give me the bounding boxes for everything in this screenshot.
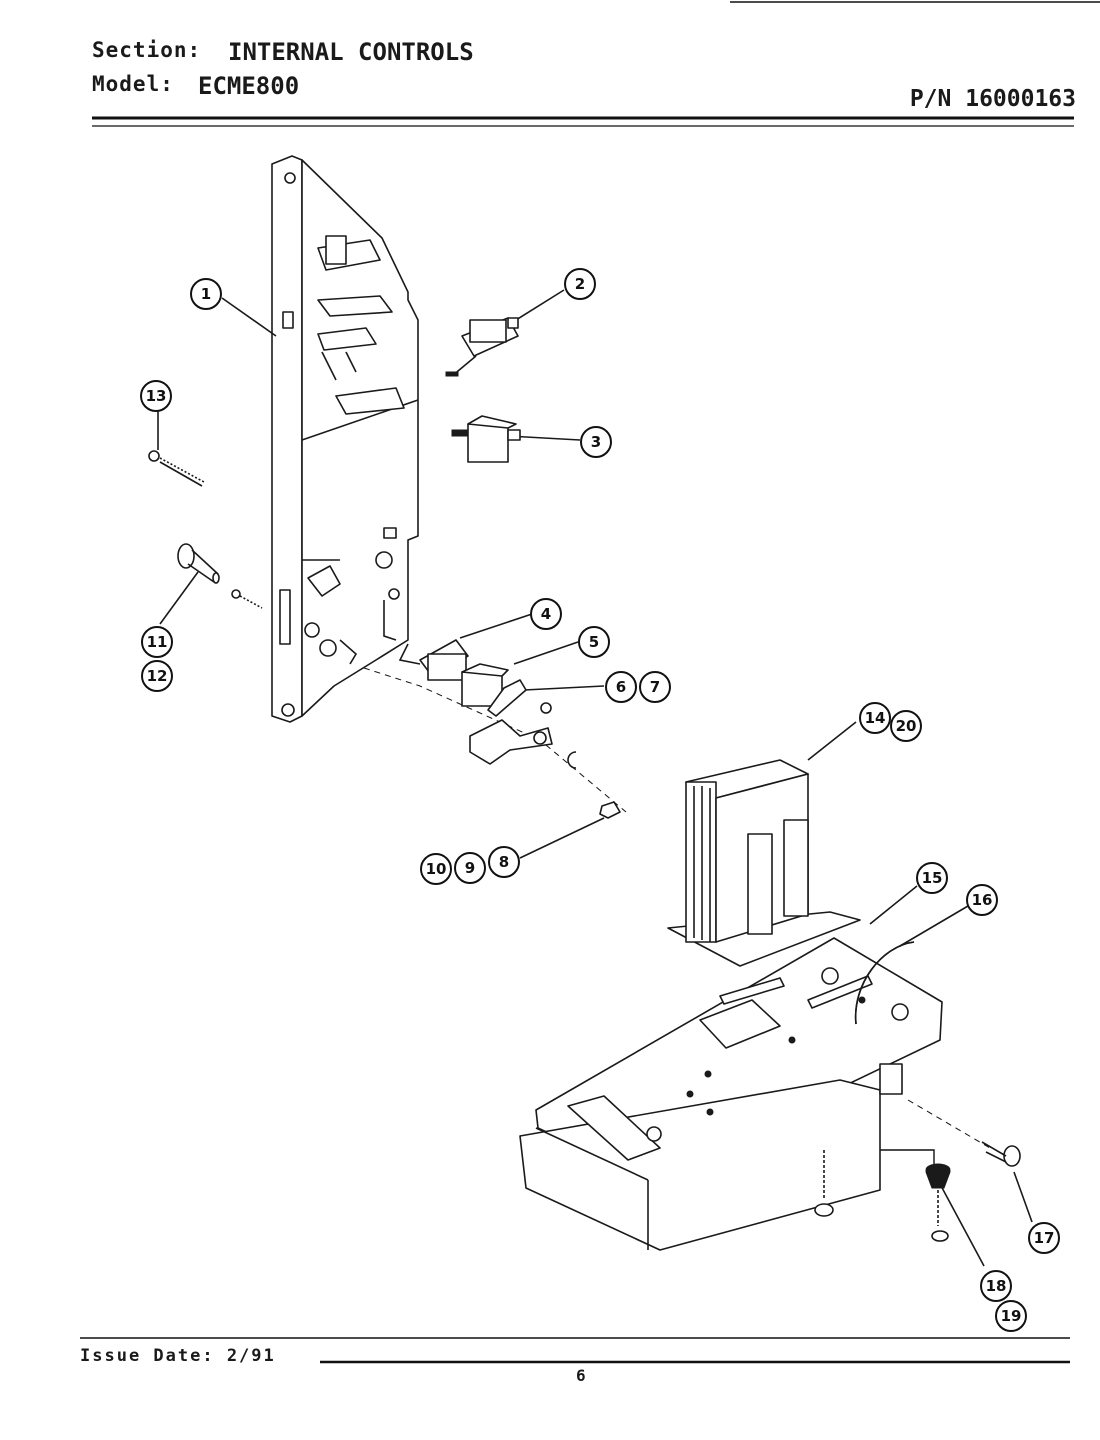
callout-7: 7: [639, 671, 671, 703]
callout-18: 18: [980, 1270, 1012, 1302]
svg-text:11: 11: [147, 633, 168, 651]
callout-19: 19: [995, 1300, 1027, 1332]
svg-text:10: 10: [426, 860, 447, 878]
callout-9: 9: [454, 852, 486, 884]
svg-text:17: 17: [1034, 1229, 1055, 1247]
svg-text:14: 14: [865, 709, 886, 727]
transformer: [667, 759, 861, 967]
svg-text:3: 3: [591, 433, 601, 451]
svg-text:6: 6: [616, 678, 626, 696]
micro-switch-2: [445, 317, 519, 377]
screw-13: [148, 450, 205, 487]
callout-6: 6: [605, 671, 637, 703]
model-number: ECME800: [198, 72, 300, 100]
section-title: INTERNAL CONTROLS: [228, 38, 474, 66]
callout-5: 5: [578, 626, 610, 658]
screw-pin: [231, 589, 263, 609]
screw-17: [981, 1141, 1021, 1167]
interlock-switch-4: [398, 639, 469, 681]
actuator-lever: [469, 719, 553, 765]
section-label: Section:: [92, 38, 202, 62]
pin-11: [177, 543, 220, 584]
control-bracket: [271, 155, 419, 723]
callout-8: 8: [488, 846, 520, 878]
callout-13: 13: [140, 380, 172, 412]
svg-text:20: 20: [896, 717, 917, 735]
part-number: P/N 16000163: [909, 86, 1076, 112]
callout-3: 3: [580, 426, 612, 458]
callout-12: 12: [141, 660, 173, 692]
assembly-line-screw: [907, 1099, 991, 1149]
svg-text:15: 15: [922, 869, 943, 887]
callout-16: 16: [966, 884, 998, 916]
svg-text:13: 13: [146, 387, 167, 405]
svg-text:4: 4: [541, 605, 551, 623]
callout-17: 17: [1028, 1222, 1060, 1254]
assembly-line-foot: [873, 1130, 935, 1166]
svg-text:9: 9: [465, 859, 475, 877]
model-label: Model:: [92, 72, 174, 96]
svg-text:16: 16: [972, 891, 993, 909]
e-ring: [567, 751, 577, 769]
nut-8: [599, 801, 621, 819]
screw-base: [814, 1150, 834, 1217]
svg-text:12: 12: [147, 667, 168, 685]
base-plate: [519, 937, 943, 1251]
nut-6: [540, 702, 552, 714]
callout-1: 1: [190, 278, 222, 310]
svg-text:5: 5: [589, 633, 599, 651]
callout-15: 15: [916, 862, 948, 894]
callout-4: 4: [530, 598, 562, 630]
callout-20: 20: [890, 710, 922, 742]
callout-11: 11: [141, 626, 173, 658]
micro-switch-3: [451, 415, 521, 463]
svg-text:8: 8: [499, 853, 509, 871]
svg-text:1: 1: [201, 285, 211, 303]
issue-date: Issue Date: 2/91: [80, 1346, 276, 1366]
callout-2: 2: [564, 268, 596, 300]
svg-text:7: 7: [650, 678, 660, 696]
svg-text:19: 19: [1001, 1307, 1022, 1325]
page-number: 6: [576, 1366, 586, 1385]
rubber-foot: [925, 1163, 951, 1242]
callout-10: 10: [420, 853, 452, 885]
interlock-switch-5: [461, 663, 527, 717]
assembly-line: [363, 667, 627, 813]
svg-text:2: 2: [575, 275, 585, 293]
callout-14: 14: [859, 702, 891, 734]
svg-text:18: 18: [986, 1277, 1007, 1295]
